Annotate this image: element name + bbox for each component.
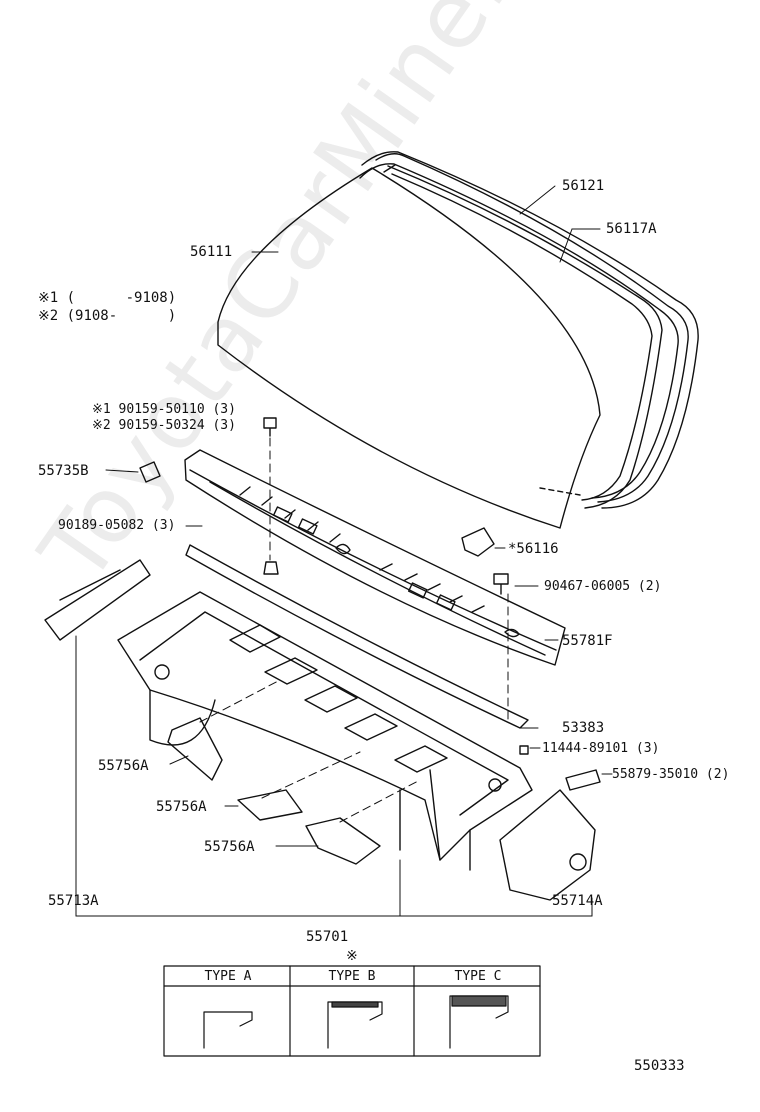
label-90159-1: ※1 90159-50110 (3) <box>92 402 236 417</box>
label-56121: 56121 <box>562 178 605 194</box>
label-55714a: 55714A <box>552 893 603 909</box>
leader-lines <box>76 186 612 916</box>
clip-56116 <box>462 528 494 556</box>
type-table <box>164 966 540 1056</box>
label-55756a-3: 55756A <box>204 839 255 855</box>
right-bracket <box>500 790 595 900</box>
diagram-number: 550333 <box>634 1058 685 1074</box>
note-1: ※1 ( -9108) <box>38 290 177 306</box>
label-55879: 55879-35010 (2) <box>612 767 730 782</box>
left-bracket <box>45 560 150 640</box>
label-55756a-1: 55756A <box>98 758 149 774</box>
label-56117a: 56117A <box>606 221 657 237</box>
label-55713a: 55713A <box>48 893 99 909</box>
screws <box>264 418 600 790</box>
type-a-header: TYPE A <box>204 969 252 984</box>
label-55781f: 55781F <box>562 633 613 649</box>
label-90159-2: ※2 90159-50324 (3) <box>92 418 236 433</box>
label-90189: 90189-05082 (3) <box>58 518 176 533</box>
label-55756a-2: 55756A <box>156 799 207 815</box>
windshield-moulding <box>384 165 662 508</box>
pad-55735b <box>140 462 160 482</box>
type-table-marker: ※ <box>346 948 358 964</box>
label-55701: 55701 <box>306 929 349 945</box>
mesh-filters <box>168 718 380 864</box>
label-90467: 90467-06005 (2) <box>544 579 662 594</box>
windshield-weatherstrip <box>360 152 698 508</box>
cowl-panel <box>118 592 532 870</box>
type-b-header: TYPE B <box>328 969 376 984</box>
label-55735b: 55735B <box>38 463 89 479</box>
cowl-louver <box>185 450 565 665</box>
label-56111: 56111 <box>190 244 233 260</box>
windshield-glass <box>218 168 600 528</box>
type-c-header: TYPE C <box>454 969 502 984</box>
label-11444: 11444-89101 (3) <box>542 741 660 756</box>
label-56116: *56116 <box>508 541 559 557</box>
note-2: ※2 (9108- ) <box>38 308 177 324</box>
label-53383: 53383 <box>562 720 605 736</box>
